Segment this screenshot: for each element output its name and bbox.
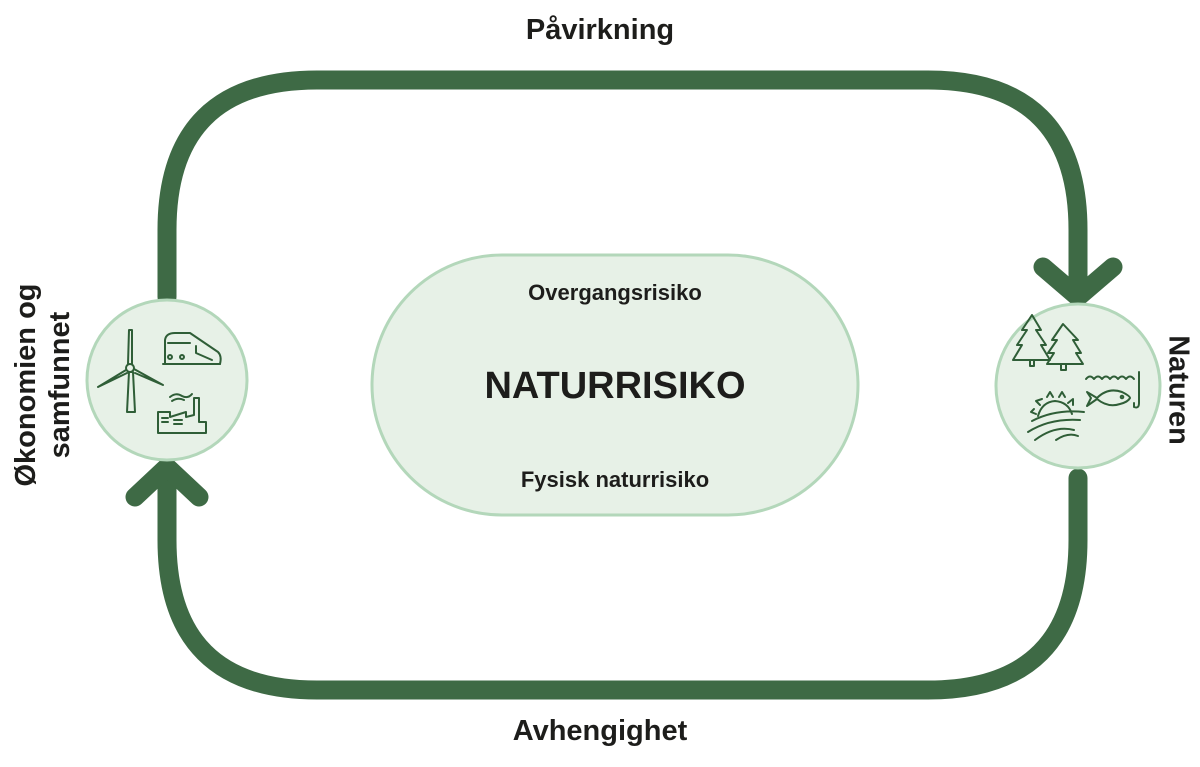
impact-arrowhead [1033, 257, 1123, 307]
naturrisiko-title: NATURRISIKO [484, 365, 746, 407]
dependency-arrow [157, 462, 1088, 700]
dependency-label: Avhengighet [512, 715, 688, 747]
forest-icon [1012, 314, 1084, 371]
impact-arrow [157, 70, 1088, 307]
sunrise-landscape-icon [1027, 391, 1085, 441]
naturrisiko-box [370, 253, 860, 517]
dependency-arrowhead [125, 457, 209, 507]
impact-label: Påvirkning [525, 14, 675, 46]
economy-label-line2: samfunnet [44, 311, 76, 459]
transition-risk-label: Overgangsrisiko [528, 280, 702, 305]
factory-icon [157, 393, 207, 434]
train-icon [162, 332, 222, 365]
physical-risk-label: Fysisk naturrisiko [520, 467, 710, 492]
economy-circle [85, 298, 249, 462]
economy-society-label: Økonomien og samfunnet [9, 284, 77, 487]
wind-turbine-icon [97, 329, 164, 413]
economy-label-line1: Økonomien og [10, 283, 42, 487]
nature-label: Naturen [1162, 335, 1195, 445]
nature-circle [994, 302, 1162, 470]
fish-icon [1085, 371, 1140, 409]
